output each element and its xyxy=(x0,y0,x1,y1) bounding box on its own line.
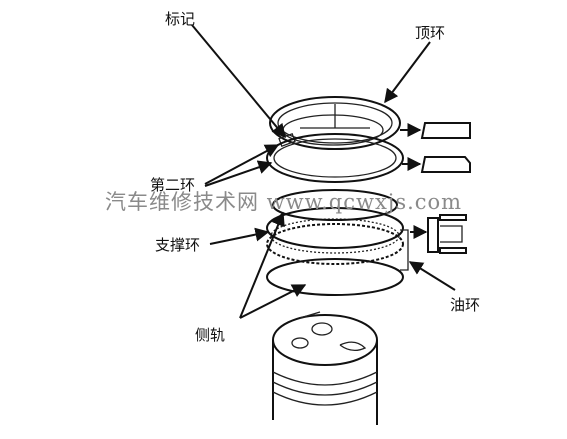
side-rails xyxy=(266,189,404,296)
piston xyxy=(272,311,378,425)
watermark: 汽车维修技术网 www.qcwxjs.com xyxy=(105,190,463,214)
top-ring xyxy=(269,96,401,150)
label-top-ring: 顶环 xyxy=(415,24,446,42)
label-oil-ring: 油环 xyxy=(450,296,481,314)
label-side-rail: 侧轨 xyxy=(195,326,226,344)
second-ring xyxy=(266,133,404,183)
leader-lines xyxy=(191,24,456,319)
support-ring xyxy=(266,207,404,265)
label-mark: 标记 xyxy=(165,10,196,28)
label-support-ring: 支撑环 xyxy=(155,236,201,254)
label-second-ring: 第二环 xyxy=(150,176,196,194)
ring-cross-sections xyxy=(400,122,471,271)
